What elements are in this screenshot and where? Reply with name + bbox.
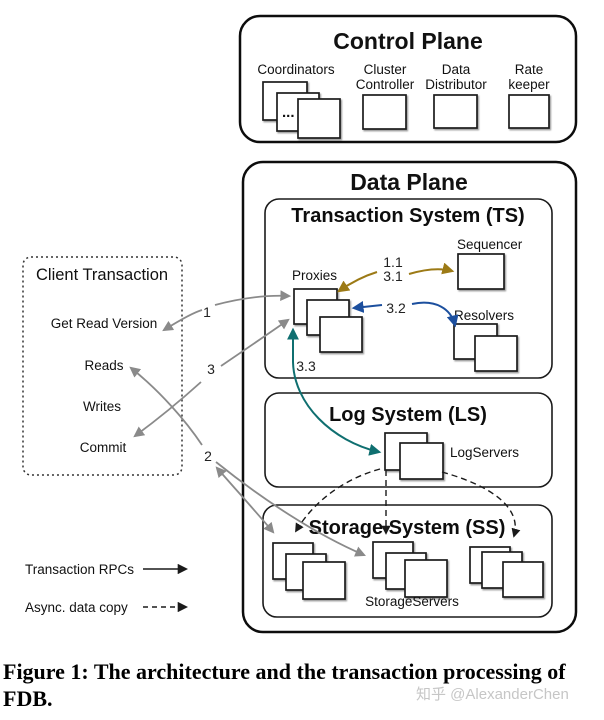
figure-caption: Figure 1: The architecture and the trans…	[3, 658, 601, 712]
sequencer-label: Sequencer	[457, 237, 523, 252]
server-box	[319, 316, 363, 353]
storageservers-label: StorageServers	[365, 594, 459, 609]
step-reads: Reads	[84, 358, 123, 373]
storage-server-stack-3	[469, 546, 544, 598]
data-plane-title: Data Plane	[350, 169, 468, 195]
arrow-commit-left	[133, 381, 202, 438]
sequencer-arrows	[287, 262, 459, 456]
arrow-get-read-version-right	[214, 290, 292, 306]
arrow-resolvers-proxies-left	[351, 300, 383, 313]
arrow-label-3-1: 3.1	[383, 268, 403, 284]
data-distributor-label-line1: Data	[442, 62, 471, 77]
server-box	[297, 98, 341, 139]
async-copy-arrows	[295, 468, 521, 538]
storage-system-title: Storage System (SS)	[309, 517, 506, 539]
server-box	[502, 561, 544, 598]
data-distributor-label-line2: Distributor	[425, 77, 487, 92]
step-get-read-version: Get Read Version	[51, 316, 158, 331]
architecture-diagram: Control Plane Coordinators ... Cluster C…	[22, 14, 578, 634]
resolvers-server-stack	[453, 323, 518, 372]
legend-rpc-label: Transaction RPCs	[25, 562, 134, 577]
client-transaction-title: Client Transaction	[36, 266, 168, 284]
proxies-label: Proxies	[292, 268, 337, 283]
control-plane-title: Control Plane	[333, 28, 483, 54]
arrow-reads-to-storage-2	[215, 461, 366, 557]
server-box	[474, 335, 518, 372]
data-distributor-box	[433, 94, 478, 129]
storage-server-stack-1	[272, 542, 346, 600]
logservers-server-stack	[384, 432, 444, 480]
arrow-reads-to-storage-1	[215, 466, 275, 534]
async-arrow-logs-storage-3	[441, 471, 521, 538]
server-box	[302, 561, 346, 600]
arrow-label-3-2: 3.2	[386, 300, 406, 316]
arrow-get-read-version-left	[162, 309, 203, 332]
arrow-proxies-logservers	[287, 327, 382, 456]
arrow-proxies-sequencer-right	[408, 262, 455, 275]
client-transaction-box	[22, 256, 183, 476]
storage-server-stack-2	[372, 541, 448, 598]
caption-line2: FDB.	[3, 686, 53, 711]
arrow-label-2: 2	[204, 448, 212, 464]
arrow-reads-left	[129, 366, 203, 446]
coordinators-label: Coordinators	[257, 62, 335, 77]
log-system-title: Log System (LS)	[329, 404, 487, 426]
resolvers-label: Resolvers	[454, 308, 514, 323]
caption-line1: Figure 1: The architecture and the trans…	[3, 659, 566, 684]
rate-keeper-box	[508, 94, 550, 129]
arrow-proxies-sequencer-left	[337, 271, 378, 293]
cluster-controller-box	[362, 94, 407, 130]
transaction-system-title: Transaction System (TS)	[291, 205, 524, 227]
arrow-commit-right	[220, 318, 290, 367]
coordinators-ellipsis: ...	[282, 104, 295, 121]
arrow-proxies-resolvers-right	[411, 301, 459, 328]
arrow-label-1-1: 1.1	[383, 254, 403, 270]
arrow-label-1: 1	[203, 304, 211, 320]
coordinators-server-stack	[262, 81, 341, 139]
step-writes: Writes	[83, 399, 121, 414]
cluster-controller-label-line2: Controller	[356, 77, 415, 92]
sequencer-box	[457, 253, 505, 290]
server-box	[404, 559, 448, 598]
arrow-label-3-3: 3.3	[296, 358, 316, 374]
server-box	[399, 442, 444, 480]
legend-async-label: Async. data copy	[25, 600, 128, 615]
cluster-controller-label-line1: Cluster	[364, 62, 407, 77]
step-commit: Commit	[80, 440, 127, 455]
watermark: 知乎 @AlexanderChen	[416, 686, 569, 703]
logservers-label: LogServers	[450, 445, 519, 460]
rate-keeper-label-line1: Rate	[515, 62, 544, 77]
rate-keeper-label-line2: keeper	[508, 77, 550, 92]
async-arrow-logs-storage-1	[295, 468, 381, 533]
arrow-label-3: 3	[207, 361, 215, 377]
client-rpc-arrows	[129, 290, 366, 557]
